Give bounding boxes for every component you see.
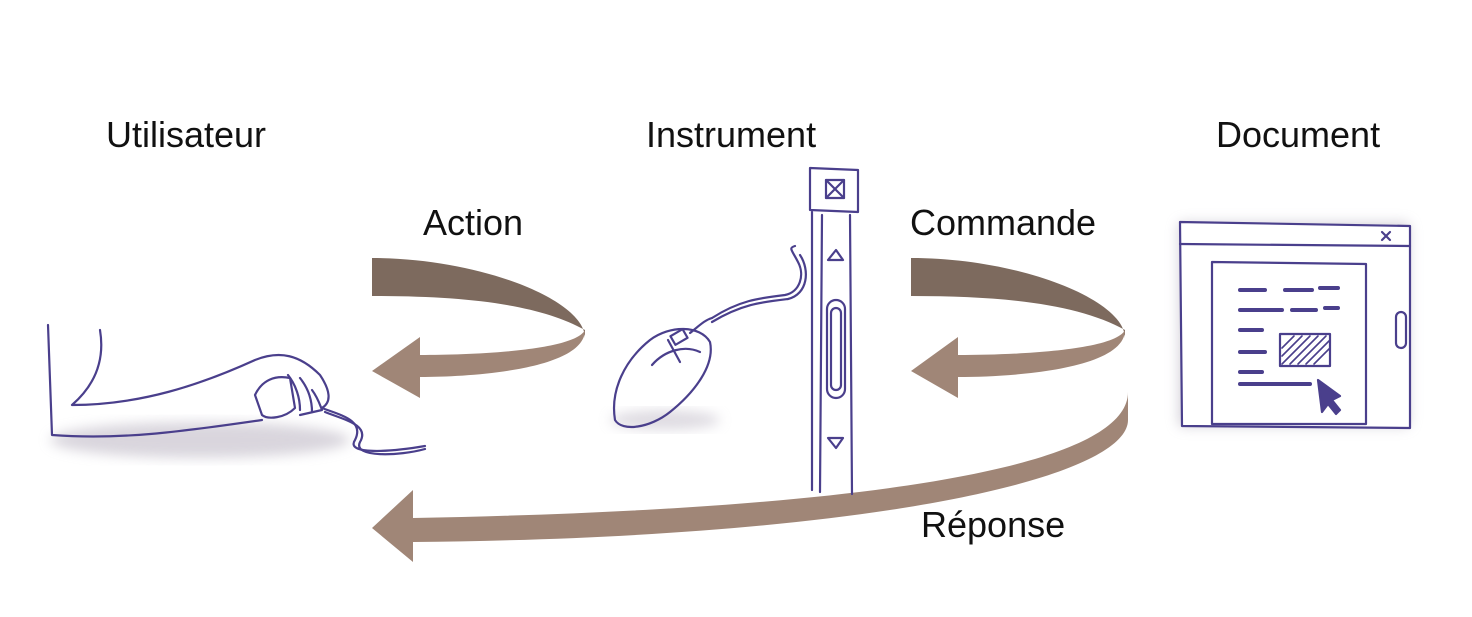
instrument-label: Instrument [646, 114, 817, 155]
response-arrow [372, 392, 1128, 562]
mouse-icon [610, 244, 807, 430]
document-window-icon [1178, 220, 1412, 430]
command-arrow-back [911, 258, 1125, 338]
action-loop-arrow [372, 258, 585, 398]
user-label: Utilisateur [106, 114, 267, 155]
document-label: Document [1216, 114, 1381, 155]
response-label: Réponse [921, 504, 1066, 545]
command-loop-arrow [911, 258, 1125, 398]
action-arrow-back [372, 258, 585, 338]
scrollbar-icon [808, 166, 860, 496]
action-label: Action [423, 202, 524, 243]
action-arrow-front [372, 330, 585, 398]
hand-on-mouse-icon [46, 323, 427, 458]
command-arrow-front [911, 330, 1125, 398]
command-label: Commande [910, 202, 1097, 243]
